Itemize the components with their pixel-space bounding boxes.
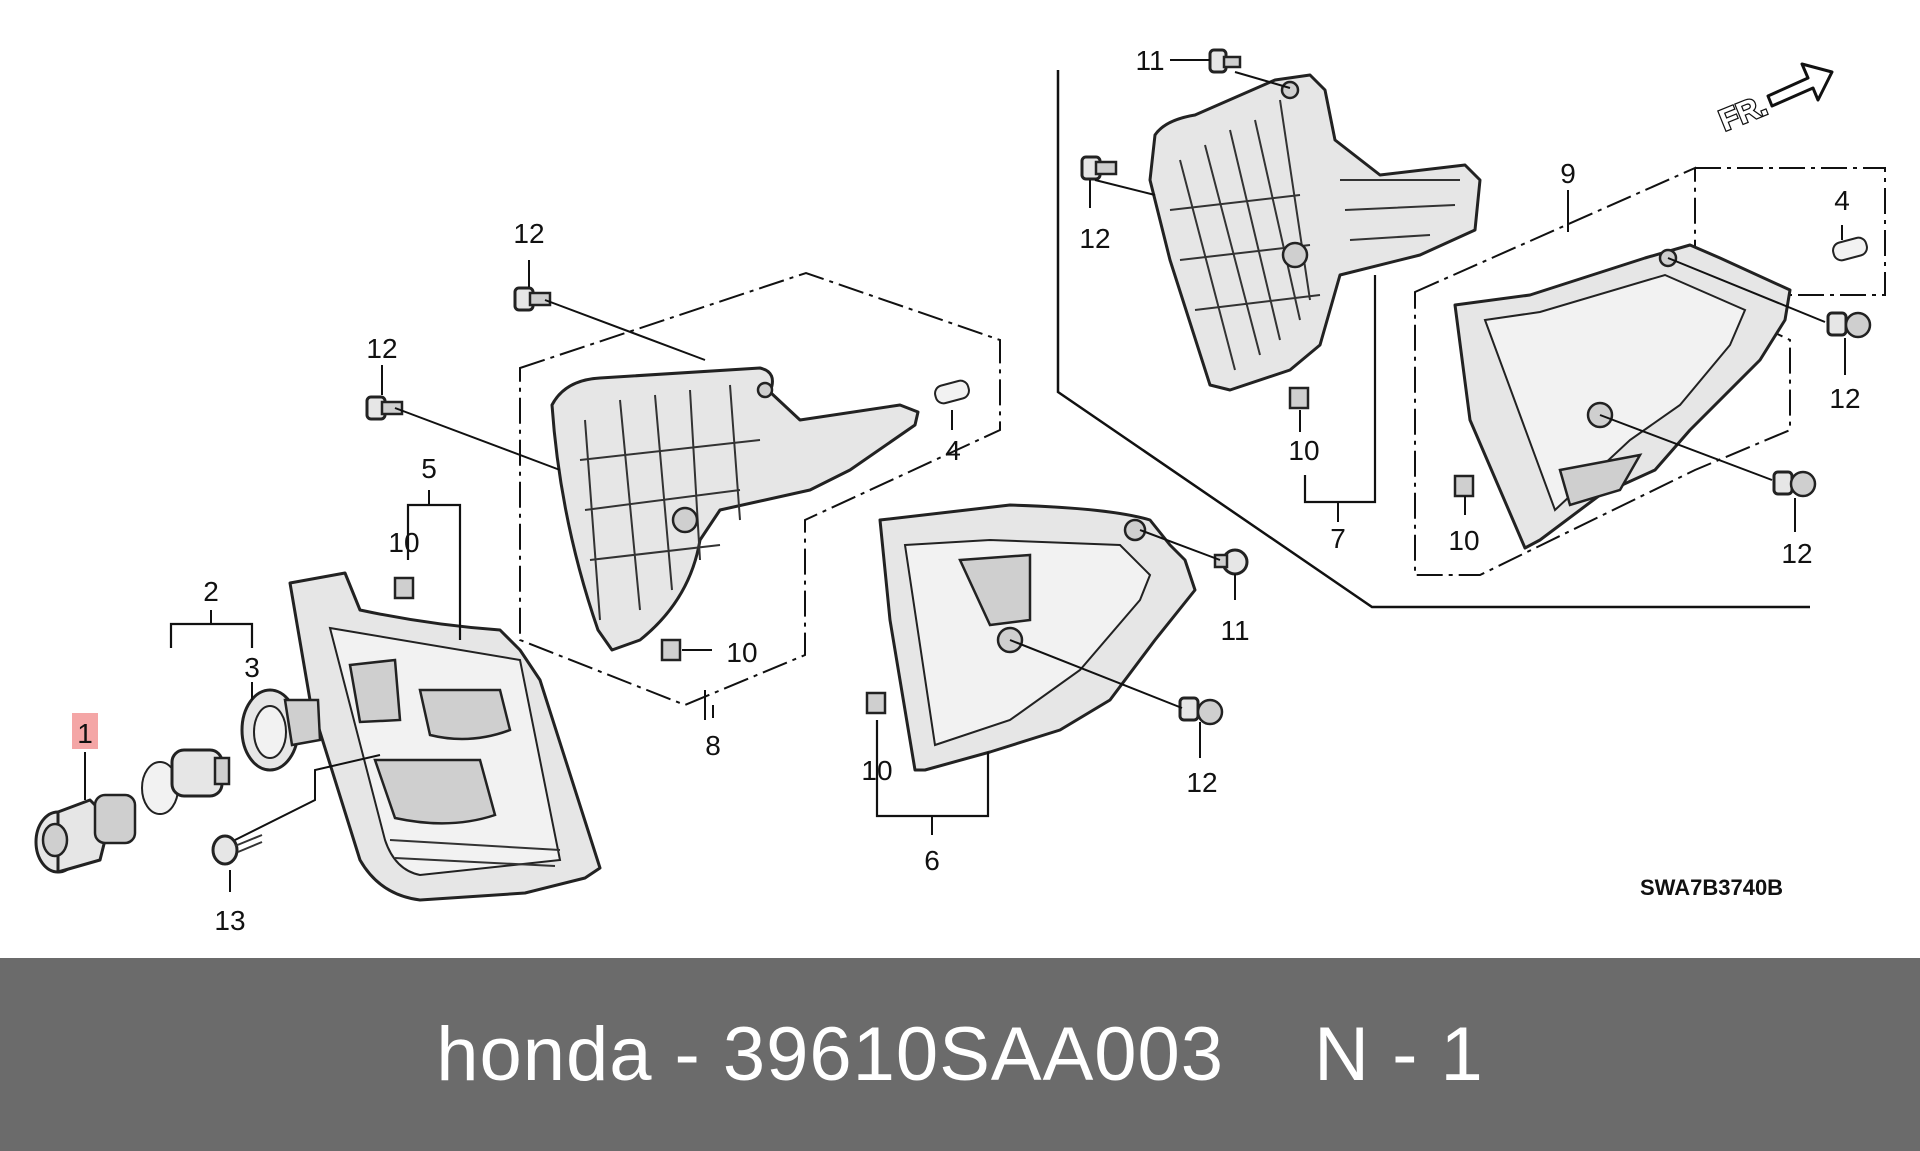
clip-12d bbox=[1826, 311, 1872, 339]
pin-4b bbox=[1832, 236, 1868, 262]
callout-11b: 11 bbox=[1220, 615, 1249, 646]
callout-2: 2 bbox=[203, 576, 219, 607]
group-9-frame-2 bbox=[1414, 166, 1791, 576]
panel-5 bbox=[288, 571, 602, 902]
callout-11a: 11 bbox=[1135, 45, 1164, 76]
callout-12c: 12 bbox=[1079, 223, 1110, 254]
callout-1: 1 bbox=[77, 718, 93, 749]
clip-12b bbox=[365, 395, 404, 421]
clip-12e bbox=[1772, 470, 1817, 498]
footer-part-number: 39610SAA003 bbox=[722, 1012, 1225, 1097]
parts-diagram: 1 2 3 4 4 5 6 7 8 9 10 10 10 10 10 11 11… bbox=[34, 45, 1886, 936]
callout-13: 13 bbox=[214, 905, 245, 936]
clip-12c bbox=[1080, 155, 1118, 181]
lighter-assembly bbox=[34, 688, 322, 874]
callout-12a: 12 bbox=[513, 218, 544, 249]
retainer-10c bbox=[865, 691, 887, 715]
panel-8 bbox=[550, 366, 920, 652]
callout-6: 6 bbox=[924, 845, 940, 876]
callout-10e: 10 bbox=[1448, 525, 1479, 556]
exploded-view-svg: 1 2 3 4 4 5 6 7 8 9 10 10 10 10 10 11 11… bbox=[34, 45, 1886, 936]
pin-4a bbox=[934, 379, 970, 405]
callout-12e: 12 bbox=[1781, 538, 1812, 569]
callout-7: 7 bbox=[1330, 523, 1346, 554]
panel-9 bbox=[1453, 243, 1792, 550]
screw-13 bbox=[211, 834, 263, 866]
clip-11b bbox=[1213, 548, 1249, 576]
group-8-frame bbox=[519, 271, 1001, 707]
footer-separator: - bbox=[674, 1012, 701, 1097]
callout-5: 5 bbox=[421, 453, 437, 484]
front-direction-label: FR. bbox=[1715, 89, 1772, 138]
callout-10a: 10 bbox=[388, 527, 419, 558]
panel-6 bbox=[878, 503, 1197, 772]
footer-brand: honda bbox=[436, 1012, 653, 1097]
leader-lines bbox=[84, 59, 1846, 892]
clip-12a bbox=[513, 286, 552, 312]
diagram-code: SWA7B3740B bbox=[1640, 875, 1783, 900]
front-direction-arrow: FR. bbox=[1713, 62, 1834, 139]
clip-12f bbox=[1178, 696, 1224, 726]
retainer-10d bbox=[1288, 386, 1310, 410]
callout-8: 8 bbox=[705, 730, 721, 761]
callout-12d: 12 bbox=[1829, 383, 1860, 414]
footer-note: N - 1 bbox=[1314, 1012, 1484, 1097]
clip-11a bbox=[1208, 48, 1242, 74]
part-footer: honda - 39610SAA003 N - 1 bbox=[0, 958, 1920, 1151]
highlight-callout-1 bbox=[72, 713, 98, 749]
retainer-10e bbox=[1453, 474, 1475, 498]
callout-12b: 12 bbox=[366, 333, 397, 364]
callout-4b: 4 bbox=[1834, 185, 1850, 216]
callout-12f: 12 bbox=[1186, 767, 1217, 798]
retainer-10b bbox=[660, 638, 682, 662]
main-right-frame bbox=[1056, 70, 1810, 609]
retainer-10a bbox=[393, 576, 415, 600]
panel-7 bbox=[1148, 73, 1482, 392]
callout-10c: 10 bbox=[861, 755, 892, 786]
callout-10d: 10 bbox=[1288, 435, 1319, 466]
callout-3: 3 bbox=[244, 652, 260, 683]
callout-9: 9 bbox=[1560, 158, 1576, 189]
callout-10b: 10 bbox=[726, 637, 757, 668]
callout-4a: 4 bbox=[945, 435, 961, 466]
